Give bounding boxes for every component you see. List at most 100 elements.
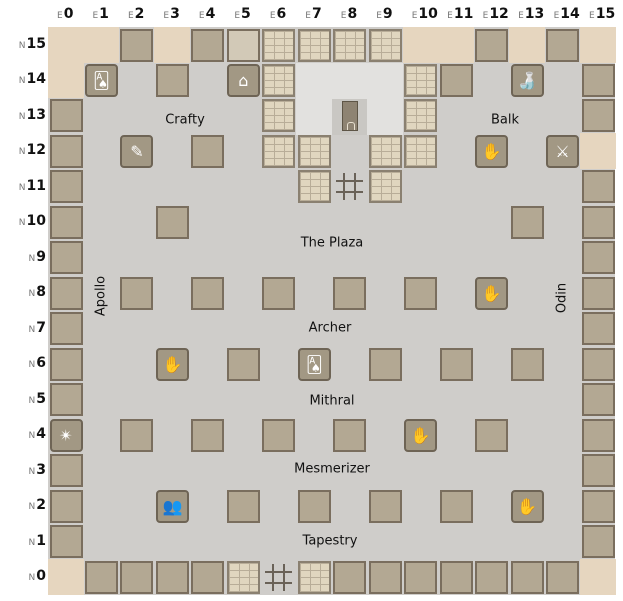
building-tile <box>581 489 615 523</box>
sand-area <box>154 27 191 63</box>
sand-area <box>580 133 617 170</box>
building-tile <box>439 489 473 523</box>
map-location-gloves[interactable]: ✋ <box>155 347 189 381</box>
building-tile <box>546 28 580 62</box>
column-label: E6 <box>269 6 287 22</box>
column-label: E14 <box>553 6 580 22</box>
building-tile <box>191 418 225 452</box>
building-tile <box>49 241 83 275</box>
building-tile <box>439 63 473 97</box>
building-tile <box>49 170 83 204</box>
wall-tile <box>262 134 296 168</box>
building-tile <box>226 489 260 523</box>
row-label: N12 <box>18 142 46 159</box>
row-label: N11 <box>18 177 46 194</box>
building-tile <box>191 276 225 310</box>
area-label-archer: Archer <box>308 320 352 336</box>
building-tile <box>581 418 615 452</box>
column-label: E1 <box>92 6 109 22</box>
map-location-gloves[interactable]: ✋ <box>475 134 509 168</box>
gloves-icon: ✋ <box>481 141 502 161</box>
map-location-bottles[interactable]: 🍶 <box>510 63 544 97</box>
wall-tile <box>262 63 296 97</box>
building-tile <box>546 560 580 594</box>
map-location-scroll[interactable]: ✎ <box>120 134 154 168</box>
building-tile <box>84 560 118 594</box>
building-tile <box>191 560 225 594</box>
map-location-cards[interactable]: 🂡 <box>297 347 331 381</box>
column-label: E13 <box>518 6 545 22</box>
building-tile <box>226 28 260 62</box>
building-tile <box>581 383 615 417</box>
wall-tile <box>368 170 402 204</box>
building-tile <box>120 28 154 62</box>
gloves-icon: ✋ <box>410 425 431 445</box>
game-map: 🂡 ⌂ 🍶 ✎ ✋ ⚔ ✋ ✋ 🂡 ✴ ✋ 👥 ✋ <box>48 27 617 596</box>
building-tile <box>510 205 544 239</box>
building-tile <box>262 276 296 310</box>
column-label: E10 <box>411 6 438 22</box>
sand-area <box>438 27 475 63</box>
row-label: N1 <box>28 532 46 549</box>
row-label: N2 <box>28 497 46 514</box>
wall-tile <box>404 134 438 168</box>
map-location-gloves[interactable]: ✋ <box>404 418 438 452</box>
column-label: E12 <box>482 6 509 22</box>
row-label: N4 <box>28 426 46 443</box>
wall-tile <box>297 560 331 594</box>
gloves-icon: ✋ <box>162 354 183 374</box>
sand-area <box>509 27 546 63</box>
building-tile <box>581 241 615 275</box>
row-label: N0 <box>28 568 46 585</box>
wall-tile <box>368 134 402 168</box>
wall-tile <box>226 560 260 594</box>
wall-tile <box>333 28 367 62</box>
column-label: E7 <box>305 6 322 22</box>
building-tile <box>49 205 83 239</box>
map-location-temple[interactable]: ⌂ <box>226 63 260 97</box>
building-tile <box>155 560 189 594</box>
building-tile <box>581 99 615 133</box>
building-tile <box>49 276 83 310</box>
column-label: E4 <box>198 6 216 22</box>
wall-tile <box>404 99 438 133</box>
building-tile <box>120 418 154 452</box>
map-location-people[interactable]: 👥 <box>155 489 189 523</box>
map-location-gloves[interactable]: ✋ <box>510 489 544 523</box>
building-tile <box>439 347 473 381</box>
building-tile <box>581 276 615 310</box>
grate-icon <box>334 171 365 202</box>
building-tile <box>333 276 367 310</box>
building-tile <box>49 347 83 381</box>
building-tile <box>510 560 544 594</box>
building-tile <box>581 454 615 488</box>
row-label: N6 <box>28 355 46 372</box>
area-label-odin: Odin <box>554 282 570 314</box>
area-label-tapestry: Tapestry <box>302 533 358 549</box>
map-location-gloves[interactable]: ✋ <box>475 276 509 310</box>
map-location-compass[interactable]: ✴ <box>49 418 83 452</box>
building-tile <box>333 560 367 594</box>
building-tile <box>475 28 509 62</box>
wall-tile <box>297 170 331 204</box>
sand-area <box>48 559 84 596</box>
temple-icon: ⌂ <box>238 70 249 90</box>
building-tile <box>120 276 154 310</box>
building-tile <box>581 63 615 97</box>
building-tile <box>333 418 367 452</box>
building-tile <box>49 312 83 346</box>
building-tile <box>191 134 225 168</box>
building-tile <box>49 99 83 133</box>
area-label-mesmerizer: Mesmerizer <box>294 461 370 477</box>
column-label: E2 <box>127 6 145 22</box>
map-location-arms[interactable]: ⚔ <box>546 134 580 168</box>
area-label-crafty: Crafty <box>165 112 205 128</box>
wall-tile <box>262 28 296 62</box>
building-tile <box>368 489 402 523</box>
row-label: N13 <box>18 106 46 123</box>
building-tile <box>439 560 473 594</box>
row-label: N8 <box>28 284 46 301</box>
sand-area <box>580 559 617 596</box>
map-location-cards[interactable]: 🂡 <box>84 63 118 97</box>
building-tile <box>368 560 402 594</box>
